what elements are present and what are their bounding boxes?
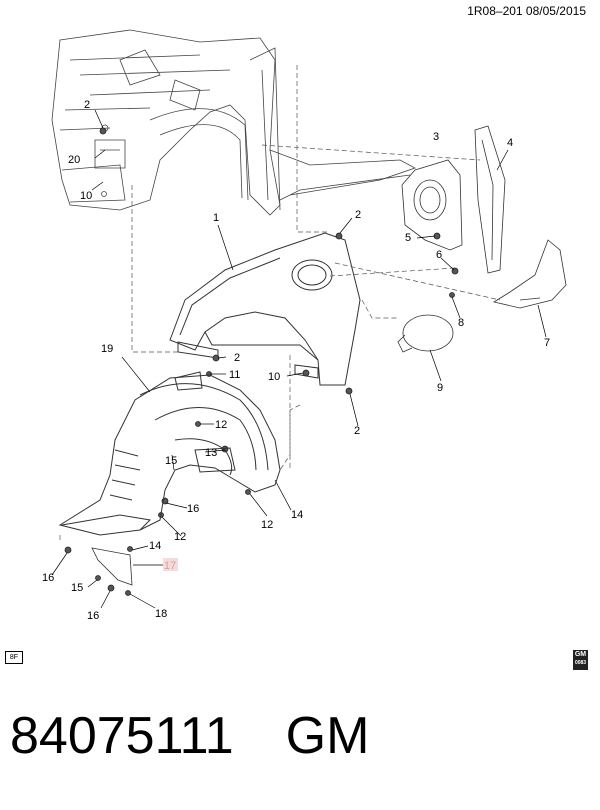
callout-14: 14 (291, 509, 303, 521)
callout-2: 2 (355, 209, 361, 221)
callout-2: 2 (354, 425, 360, 437)
callout-18: 18 (155, 608, 167, 620)
callout-7: 7 (544, 337, 550, 349)
callout-12: 12 (261, 519, 273, 531)
callout-3: 3 (433, 131, 439, 143)
gm-logo: GM 0083 (573, 650, 588, 670)
rocker-molding (492, 239, 567, 309)
callout-16: 16 (42, 572, 54, 584)
gm-logo-text: GM (574, 651, 587, 658)
callout-12: 12 (215, 419, 227, 431)
callout-4: 4 (507, 137, 513, 149)
callout-8: 8 (458, 317, 464, 329)
callout-12: 12 (174, 531, 186, 543)
callout-1: 1 (213, 212, 219, 224)
fender-seal (474, 125, 506, 274)
callout-20: 20 (68, 154, 80, 166)
callout-14: 14 (149, 540, 161, 552)
fender-exploded-diagram: 2 20 10 1 2 3 4 5 6 8 7 9 19 2 11 10 2 1… (42, 29, 567, 622)
view-tag: 8F (5, 651, 23, 664)
brand-name: GM (285, 707, 370, 765)
callout-5: 5 (405, 232, 411, 244)
callout-leaders (51, 109, 547, 609)
part-footer: 84075111 GM (10, 706, 369, 766)
callout-2: 2 (234, 352, 240, 364)
callout-11: 11 (229, 369, 240, 381)
callout-17-highlight (163, 558, 178, 571)
air-deflector (91, 547, 133, 586)
gm-logo-subtext: 0083 (574, 660, 587, 666)
part-number: 84075111 (10, 707, 234, 765)
callout-10: 10 (268, 371, 280, 383)
callout-15: 15 (165, 455, 177, 467)
callout-17: 17 (164, 560, 176, 572)
callout-6: 6 (436, 249, 442, 261)
callout-16: 16 (187, 503, 199, 515)
callout-10: 10 (80, 190, 92, 202)
callout-16: 16 (87, 610, 99, 622)
charge-port-door (397, 314, 454, 353)
callout-13: 13 (205, 447, 217, 459)
callout-19: 19 (101, 343, 113, 355)
diagram-reference: 1R08–201 08/05/2015 (467, 4, 586, 18)
wheelhouse-liner (58, 371, 281, 536)
fender-filler-bracket (401, 159, 463, 251)
body-structure (51, 29, 416, 216)
front-fender (169, 232, 361, 386)
callout-9: 9 (437, 382, 443, 394)
callout-2: 2 (84, 99, 90, 111)
callout-15: 15 (71, 582, 83, 594)
assembly-guide-lines (59, 65, 501, 540)
